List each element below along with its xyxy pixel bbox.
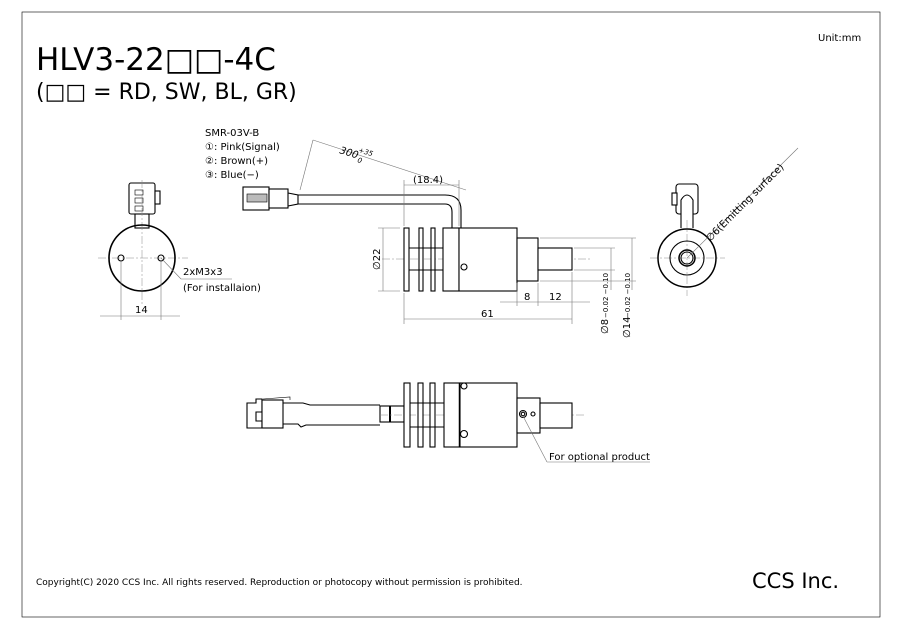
front-view xyxy=(650,147,799,296)
body-diameter-dim: ∅22 xyxy=(372,249,383,270)
step-diameter-dim: ∅14 xyxy=(622,317,633,338)
drawing-title: HLV3-22□□-4C xyxy=(36,42,276,78)
mount-note-label: (For installaion) xyxy=(183,283,261,294)
pin3-note: ③: Blue(−) xyxy=(205,170,259,181)
side-view xyxy=(242,139,636,324)
emitting-surface-dim: ∅6(Emitting surface) xyxy=(704,162,786,244)
tip-diameter-dim: ∅8 xyxy=(600,319,611,334)
connector-notes: SMR-03V-B ①: Pink(Signal) ②: Brown(+) ③:… xyxy=(205,128,280,181)
optional-product-label: For optional product xyxy=(549,452,650,463)
unit-label: Unit:mm xyxy=(818,33,861,44)
total-length-dim: 61 xyxy=(481,309,494,320)
mount-holes-label: 2xM3x3 xyxy=(183,267,223,278)
bend-offset-dim: (18.4) xyxy=(413,175,443,186)
cable-tol-lower: 0 xyxy=(356,156,363,165)
pin2-note: ②: Brown(+) xyxy=(205,156,268,167)
step-length-dim: 8 xyxy=(524,292,530,303)
rear-view xyxy=(98,180,232,320)
cable-length-dim: 300 xyxy=(338,145,359,161)
hole-spacing-dim: 14 xyxy=(135,305,148,316)
pin1-note: ①: Pink(Signal) xyxy=(205,142,280,153)
drawing-subtitle: (□□ = RD, SW, BL, GR) xyxy=(36,80,297,105)
bottom-view xyxy=(246,382,650,463)
step-diameter-tol: −0.02 −0.10 xyxy=(624,273,632,318)
copyright-notice: Copyright(C) 2020 CCS Inc. All rights re… xyxy=(36,578,523,588)
drawing-frame xyxy=(21,11,881,618)
connector-model: SMR-03V-B xyxy=(205,128,259,139)
tip-length-dim: 12 xyxy=(549,292,562,303)
company-name: CCS Inc. xyxy=(752,569,839,593)
tip-diameter-tol: −0.02 −0.10 xyxy=(602,273,610,318)
